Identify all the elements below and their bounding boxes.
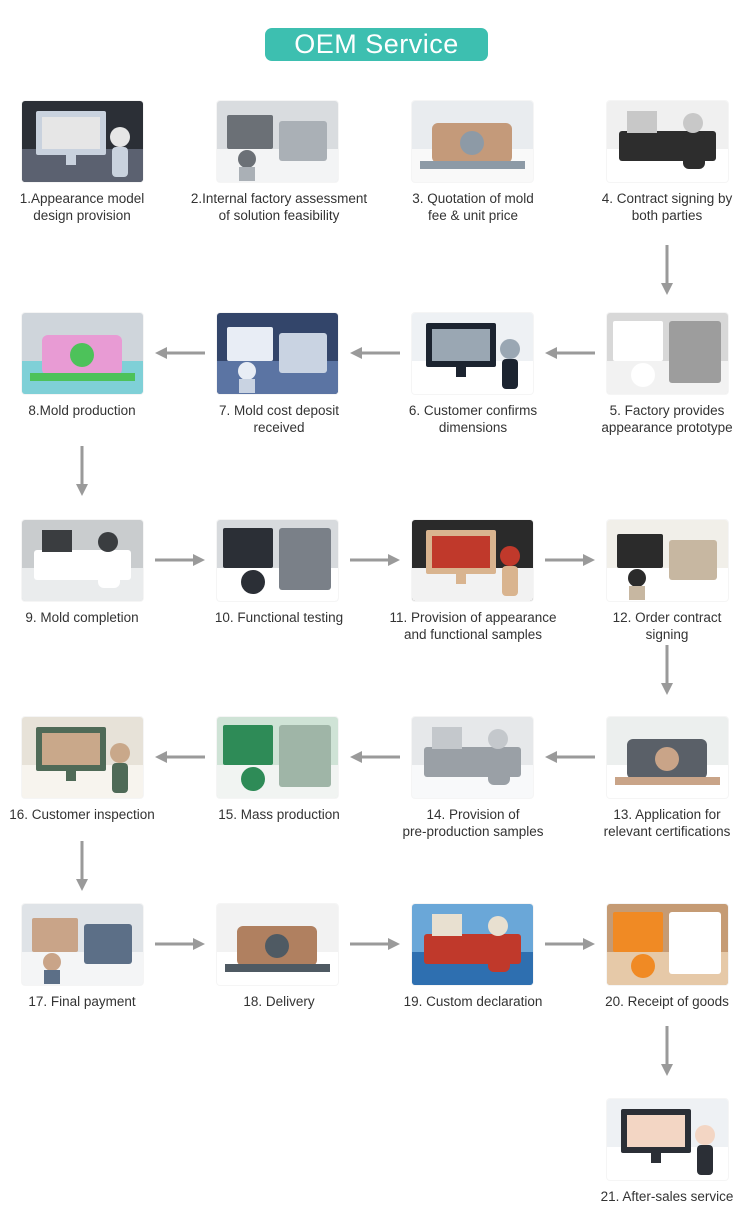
step-caption-line1: 10. Functional testing [214, 610, 344, 625]
step-caption-line1: 2.Internal factory assessment [190, 191, 368, 206]
step-caption-line1: 20. Receipt of goods [605, 994, 729, 1009]
step-caption: 15. Mass production [179, 806, 379, 823]
flow-arrow-left [350, 751, 400, 763]
flow-arrow-right [350, 554, 400, 566]
step-caption: 16. Customer inspection [0, 806, 182, 823]
page-title: OEM Service [265, 28, 488, 61]
step-caption-line2: relevant certifications [603, 824, 731, 839]
flow-arrow-down [76, 841, 88, 891]
step-caption: 13. Application for relevant certificatio… [567, 806, 750, 840]
step-caption: 1.Appearance model design provision [0, 190, 182, 224]
step-caption: 17. Final payment [0, 993, 182, 1010]
factory-line-image [217, 717, 338, 798]
step-caption-line1: 3. Quotation of mold [412, 191, 534, 206]
designer-monitor-image [22, 101, 143, 182]
step-caption: 4. Contract signing by both parties [567, 190, 750, 224]
step-caption-line1: 21. After-sales service [600, 1189, 734, 1204]
step-caption: 21. After-sales service [567, 1188, 750, 1205]
flow-arrow-down [661, 245, 673, 295]
step-caption-line1: 15. Mass production [218, 807, 340, 822]
step-caption-line2: dimensions [438, 420, 508, 435]
flow-arrow-right [155, 554, 205, 566]
step-caption: 11. Provision of appearance and functiona… [373, 609, 573, 643]
port-image [412, 904, 533, 985]
step-caption-line2: both parties [631, 208, 703, 223]
step-caption-line2: received [253, 420, 305, 435]
step-caption: 9. Mold completion [0, 609, 182, 626]
support-agent-image [607, 1099, 728, 1180]
meeting-room-image [217, 101, 338, 182]
step-caption-line1: 16. Customer inspection [9, 807, 155, 822]
step-caption: 18. Delivery [179, 993, 379, 1010]
office-monitor-image [412, 313, 533, 394]
step-caption: 20. Receipt of goods [567, 993, 750, 1010]
flow-arrow-down [76, 446, 88, 496]
truck-image [217, 904, 338, 985]
sample-test-image [412, 520, 533, 601]
step-caption-line1: 1.Appearance model [19, 191, 145, 206]
step-caption: 10. Functional testing [179, 609, 379, 626]
step-caption: 5. Factory provides appearance prototype [567, 402, 750, 436]
step-caption-line1: 19. Custom declaration [403, 994, 543, 1009]
step-caption-line1: 9. Mold completion [25, 610, 139, 625]
step-caption-line1: 7. Mold cost deposit [218, 403, 340, 418]
step-caption: 12. Order contract signing [567, 609, 750, 643]
flow-arrow-down [661, 645, 673, 695]
step-caption-line1: 12. Order contract [612, 610, 722, 625]
step-caption-line2: design provision [33, 208, 131, 223]
step-caption-line1: 18. Delivery [243, 994, 315, 1009]
step-caption: 7. Mold cost deposit received [179, 402, 379, 436]
flow-arrow-right [155, 938, 205, 950]
step-caption: 14. Provision of pre-production samples [373, 806, 573, 840]
lab-testing-image [217, 520, 338, 601]
step-caption: 3. Quotation of mold fee & unit price [373, 190, 573, 224]
prototype-image [607, 313, 728, 394]
flow-arrow-down [661, 1026, 673, 1076]
mold-part-image [22, 520, 143, 601]
step-caption-line2: appearance prototype [601, 420, 733, 435]
step-caption-line1: 5. Factory provides [609, 403, 725, 418]
step-caption-line1: 4. Contract signing by [601, 191, 733, 206]
step-caption: 8.Mold production [0, 402, 182, 419]
inspection-image [22, 717, 143, 798]
flow-arrow-left [350, 347, 400, 359]
sample-box-image [412, 717, 533, 798]
mold-render-image [22, 313, 143, 394]
flow-arrow-left [155, 347, 205, 359]
step-caption-line2: and functional samples [403, 627, 543, 642]
flow-arrow-right [350, 938, 400, 950]
flow-arrow-right [545, 938, 595, 950]
courier-image [607, 904, 728, 985]
step-caption-line1: 17. Final payment [28, 994, 136, 1009]
signing-image [607, 101, 728, 182]
step-caption-line1: 6. Customer confirms [408, 403, 538, 418]
step-caption: 19. Custom declaration [373, 993, 573, 1010]
step-caption-line2: signing [645, 627, 689, 642]
form-writing-image [607, 717, 728, 798]
step-caption-line2: of solution feasibility [218, 208, 340, 223]
laptop-typing-image [217, 313, 338, 394]
card-payment-image [22, 904, 143, 985]
step-caption-line1: 13. Application for [613, 807, 721, 822]
calculator-image [412, 101, 533, 182]
order-signing-image [607, 520, 728, 601]
flow-arrow-left [155, 751, 205, 763]
step-caption: 2.Internal factory assessment of solution… [179, 190, 379, 224]
flow-arrow-right [545, 554, 595, 566]
step-caption-line2: fee & unit price [427, 208, 519, 223]
step-caption-line1: 11. Provision of appearance [389, 610, 557, 625]
step-caption-line1: 8.Mold production [28, 403, 136, 418]
flow-arrow-left [545, 347, 595, 359]
step-caption-line1: 14. Provision of [426, 807, 520, 822]
step-caption: 6. Customer confirms dimensions [373, 402, 573, 436]
step-caption-line2: pre-production samples [402, 824, 544, 839]
flow-arrow-left [545, 751, 595, 763]
